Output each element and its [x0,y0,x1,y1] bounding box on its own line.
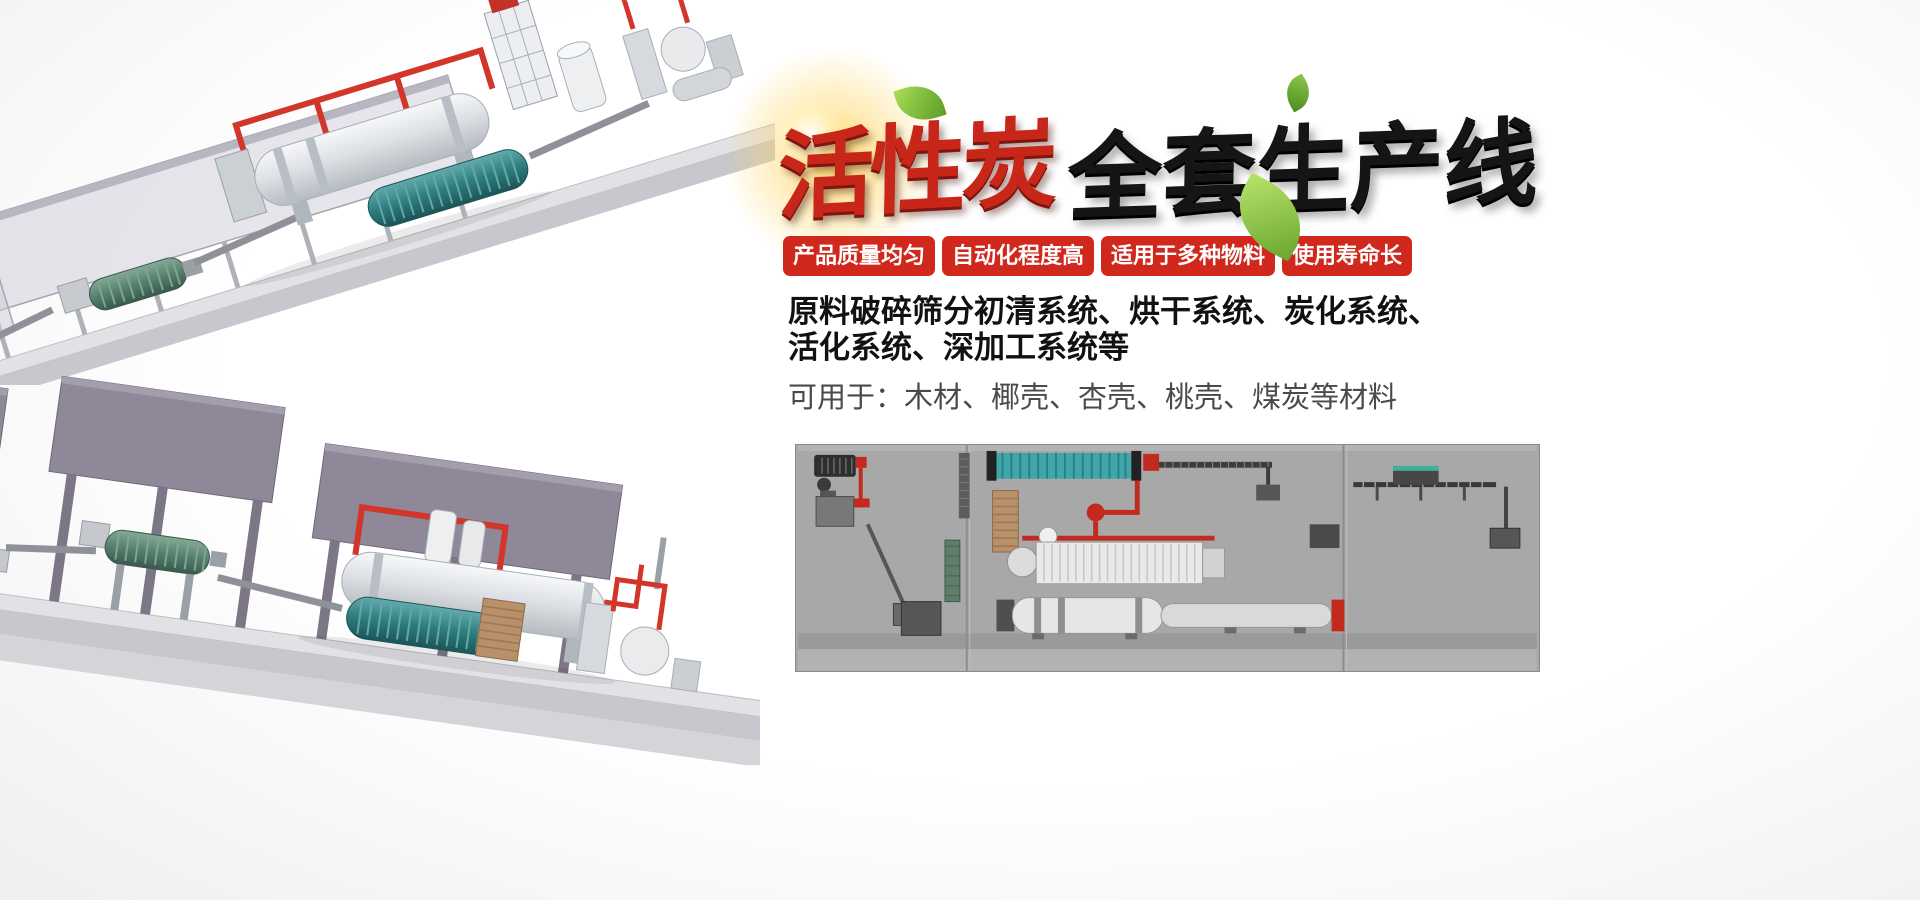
brick-kiln [474,597,526,662]
materials-line: 可用于：木材、椰壳、杏壳、桃壳、煤炭等材料 [788,381,1398,414]
discharge-conveyor [528,100,651,160]
red-piping [232,46,496,165]
production-line-3d-render-bottom [0,365,760,765]
buffer-tank [556,41,607,113]
platform [0,579,760,765]
feed-machine [0,544,97,574]
support-tower [483,0,559,111]
production-line-3d-render-top [0,0,775,385]
title-black-text: 全套生产线 [1067,109,1539,232]
tank-cluster [575,537,702,693]
activation-drum [367,149,529,227]
badge-lifespan: 使用寿命长 [1282,236,1413,276]
drying-carbonization-section [900,450,1345,640]
badge-materials: 适用于多种物料 [1101,236,1276,276]
production-line-isometric-bottom [0,375,760,765]
layout-schematic [798,445,1537,671]
transfer-conveyor [216,574,343,612]
platform [0,106,775,385]
description-block: 原料破碎筛分初清系统、烘干系统、炭化系统、 活化系统、深加工系统等 可用于：木材… [788,294,1439,416]
wall-panels [0,375,624,580]
layout-schematic-panel [795,444,1540,672]
main-title: 活性炭全套生产线 [708,32,1558,282]
transfer-conveyor [192,214,299,267]
systems-line-2: 活化系统、深加工系统等 [788,329,1129,365]
crusher-drum [78,519,228,621]
badge-product-quality: 产品质量均匀 [783,236,936,276]
badge-automation: 自动化程度高 [942,236,1095,276]
packing-section [1353,465,1521,549]
feature-badges: 产品质量均匀 自动化程度高 适用于多种物料 使用寿命长 [783,236,1413,276]
systems-line-1: 原料破碎筛分初清系统、烘干系统、炭化系统、 [788,294,1439,329]
feed-conveyor [0,306,54,366]
production-line-isometric-top [0,0,775,385]
sparkle-icon [770,94,850,174]
